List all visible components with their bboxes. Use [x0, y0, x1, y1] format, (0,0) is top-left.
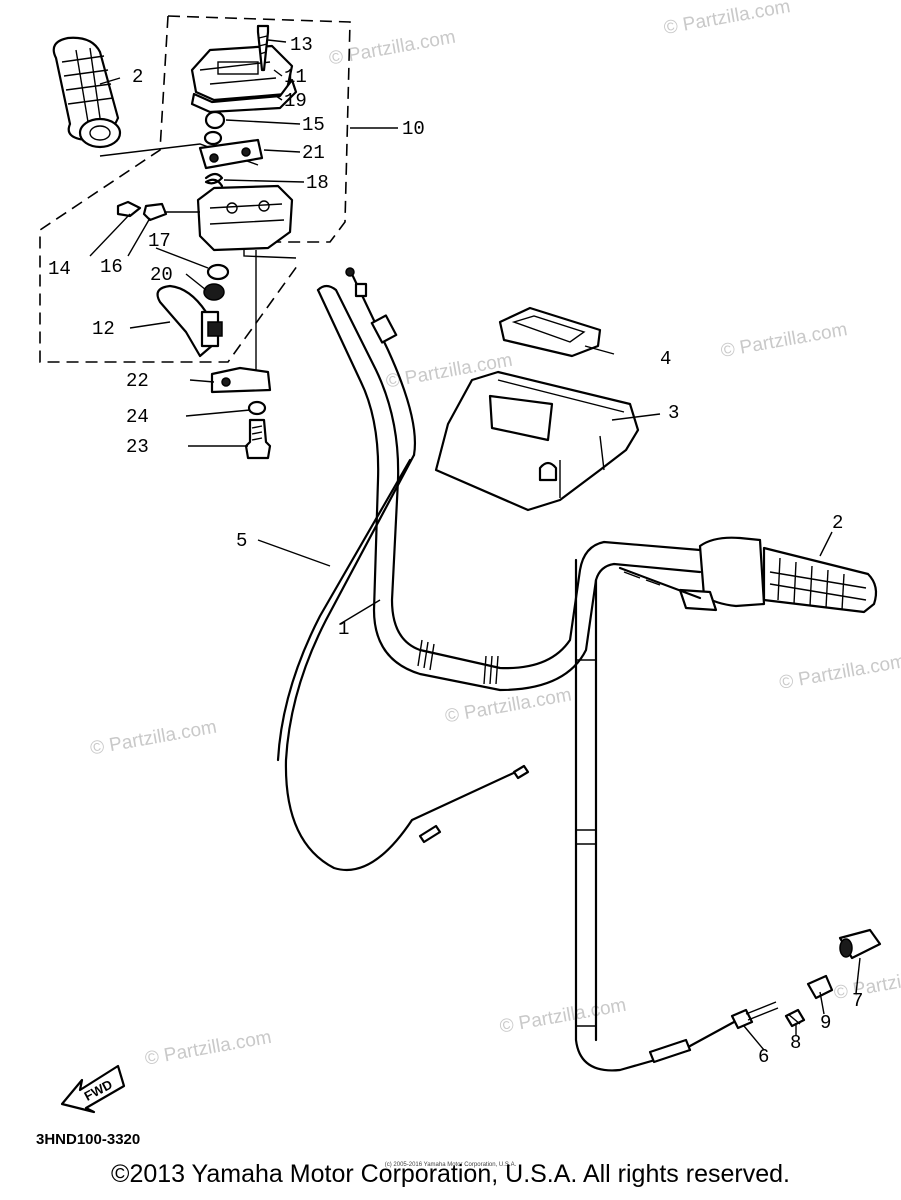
cable-6	[574, 558, 779, 1072]
watermark-text: © Partzilla.com	[498, 995, 628, 1038]
watermark-text: © Partzilla.com	[143, 1027, 273, 1070]
switch-cover-11	[190, 44, 294, 102]
callout-19: 19	[284, 90, 307, 112]
gasket-19	[190, 78, 298, 114]
callout-12: 12	[92, 318, 115, 340]
callout-17: 17	[148, 230, 171, 252]
fwd-arrow-icon: FWD	[60, 1064, 126, 1114]
watermark-text: © Partzilla.com	[327, 27, 457, 70]
copyright-notice: ©2013 Yamaha Motor Corporation, U.S.A. A…	[111, 1160, 790, 1188]
callout-1: 1	[338, 618, 349, 640]
callout-7: 7	[852, 990, 863, 1012]
callout-6: 6	[758, 1046, 769, 1068]
speedometer-cover-3	[434, 370, 640, 512]
callout-18: 18	[306, 172, 329, 194]
callout-11: 11	[284, 66, 307, 88]
drawing-code: 3HND100-3320	[36, 1131, 140, 1148]
watermark-text: © Partzilla.com	[443, 685, 573, 728]
callout-2: 2	[132, 66, 143, 88]
callout-13: 13	[290, 34, 313, 56]
small-copyright: (c) 2005-2016 Yamaha Motor Corporation, …	[384, 1162, 517, 1168]
cable-5	[276, 267, 530, 872]
bolt-14	[116, 200, 200, 222]
nut-9	[806, 974, 834, 1000]
callout-labels: 2 13 11 19 15 10 21 18 14 16 17 20 12 22…	[48, 34, 863, 1068]
right-grip	[618, 536, 878, 614]
boot-7	[838, 928, 882, 960]
callout-4: 4	[660, 348, 671, 370]
bolt-23	[244, 418, 272, 460]
callout-14: 14	[48, 258, 71, 280]
washer-24	[247, 400, 267, 416]
watermark-text: © Partzilla.com	[832, 961, 901, 1004]
callout-24: 24	[126, 406, 149, 428]
leader-lines-lower	[257, 345, 861, 1051]
leader-lines	[89, 39, 305, 447]
callout-9: 9	[820, 1012, 831, 1034]
washers-20	[203, 263, 230, 301]
switch-body	[196, 184, 294, 252]
gasket-4	[498, 306, 602, 358]
callout-2: 2	[832, 512, 843, 534]
spring-18	[204, 172, 224, 188]
lever-12	[156, 284, 223, 358]
watermark-text: © Partzilla.com	[719, 319, 849, 362]
watermark-text: © Partzilla.com	[89, 717, 219, 760]
cable-adjuster-8	[784, 1008, 806, 1028]
plate-21	[198, 138, 264, 170]
screw-13	[256, 24, 270, 72]
callout-15: 15	[302, 114, 325, 136]
handlebar-1	[316, 284, 702, 692]
callout-5: 5	[236, 530, 247, 552]
washer-15	[203, 110, 226, 146]
callout-21: 21	[302, 142, 325, 164]
left-grip	[52, 36, 122, 149]
callout-8: 8	[790, 1032, 801, 1054]
callout-10: 10	[402, 118, 425, 140]
callout-3: 3	[668, 402, 679, 424]
callout-22: 22	[126, 370, 149, 392]
callout-16: 16	[100, 256, 123, 278]
clamp-22	[210, 366, 272, 394]
callout-23: 23	[126, 436, 149, 458]
watermark-text: © Partzilla.com	[662, 0, 792, 39]
callout-20: 20	[150, 264, 173, 286]
watermark-text: © Partzilla.com	[778, 651, 901, 694]
